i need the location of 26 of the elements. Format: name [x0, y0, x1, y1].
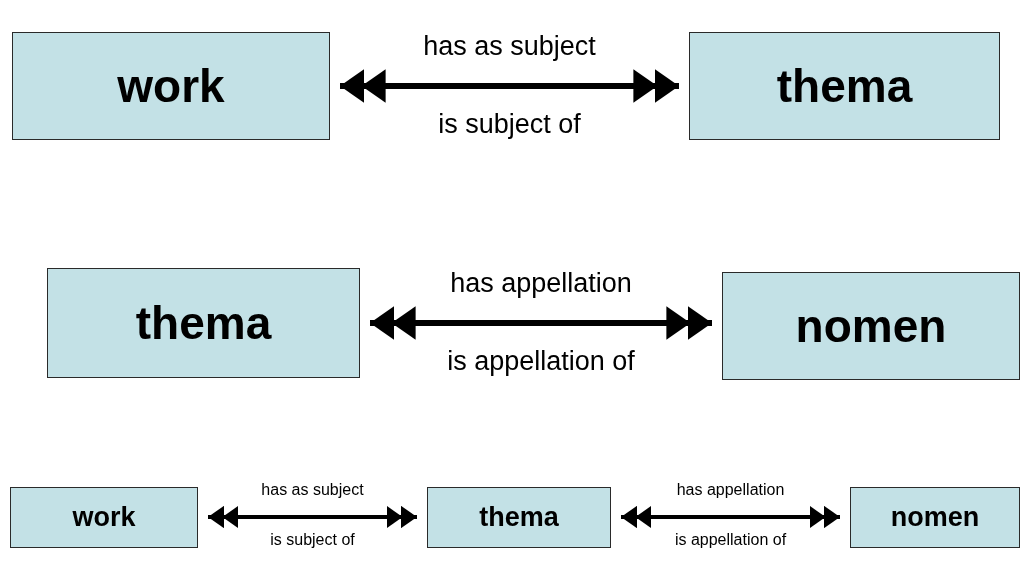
inverse-relation-label: is subject of: [270, 531, 355, 549]
double-headed-arrow: [621, 505, 840, 529]
entity-name: thema: [776, 59, 913, 113]
edge-label: has appellation: [676, 481, 785, 499]
entity-box: [47, 268, 360, 378]
edge-label: has as subject: [261, 481, 364, 499]
inverse-relation-label: is appellation of: [674, 531, 787, 549]
entity-name: work: [72, 502, 136, 533]
double-headed-arrow: [340, 69, 679, 103]
inverse-relation-label: is appellation of: [447, 347, 635, 377]
inverse-relation-label: is subject of: [438, 110, 581, 140]
entity-name: work: [117, 59, 225, 113]
entity-box: [722, 272, 1020, 380]
entity-name: thema: [479, 502, 559, 533]
edge-label: has as subject: [423, 32, 596, 62]
entity-box: [12, 32, 330, 140]
double-headed-arrow: [370, 306, 712, 340]
entity-box: [10, 487, 198, 548]
entity-name: thema: [135, 296, 272, 350]
entity-box: [689, 32, 1000, 140]
entity-box: [427, 487, 611, 548]
entity-name: nomen: [890, 502, 980, 533]
entity-name: nomen: [795, 299, 947, 353]
edge-label: has appellation: [450, 269, 632, 299]
double-headed-arrow: [208, 505, 417, 529]
entity-box: [850, 487, 1020, 548]
